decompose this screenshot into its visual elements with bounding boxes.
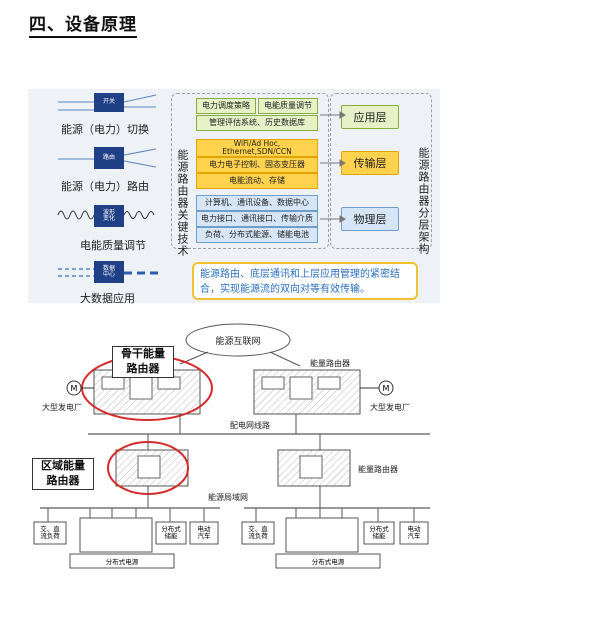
dist-power-label-right: 分布式电源 [312, 557, 345, 566]
arch-dashed-box [330, 93, 432, 249]
switch-icon: 开关 [94, 93, 124, 112]
dist-power-box-left [79, 517, 153, 553]
blue-cell-interface: 电力接口、通讯接口、传输介质 [196, 211, 318, 227]
cloud-label: 能源互联网 [215, 335, 260, 347]
section-heading: 四、设备原理 [29, 10, 137, 38]
fig1-caption: 能源路由、底层通讯和上层应用管理的紧密结合，实现能源流的双向对等有效传输。 [192, 262, 418, 300]
ev-label-left: 电动汽车 [198, 524, 212, 540]
green-cell-quality: 电能质量调节 [258, 98, 318, 114]
router-tech-figure: 开关 能源（电力）切换 路由 能源（电力）路由 波形 变化 电能质量调节 数据 … [28, 89, 440, 305]
load-label-right: 交、直流负荷 [248, 524, 268, 540]
tech-dashed-box [171, 93, 329, 249]
svg-text:M: M [71, 384, 78, 393]
power-quality-label: 电能质量调节 [80, 239, 146, 252]
distribution-line-label: 配电网线路 [230, 420, 270, 430]
left-signal-lines [57, 94, 160, 277]
energy-routing-label: 能源（电力）路由 [61, 180, 149, 193]
plant-right-label: 大型发电厂 [370, 402, 410, 412]
energy-internet-cloud [185, 323, 291, 357]
dist-power-label-left: 分布式电源 [106, 557, 139, 566]
plant-left-label: 大型发电厂 [42, 402, 82, 412]
router-label-mid: 能量路由器 [358, 464, 398, 474]
application-layer: 应用层 [341, 105, 399, 129]
yellow-cell-network: WiFi/Ad Hoc, Ethernet,SDN/CCN [196, 139, 318, 157]
layer-arrows [320, 111, 346, 223]
load-label-left: 交、直流负荷 [40, 524, 60, 540]
blue-cell-computing: 计算机、通讯设备、数据中心 [196, 195, 318, 211]
regional-router-callout: 区域能量 路由器 [32, 458, 94, 490]
physical-layer: 物理层 [341, 207, 399, 231]
svg-text:M: M [383, 384, 390, 393]
transport-layer: 传输层 [341, 151, 399, 175]
green-cell-management: 管理评估系统、历史数据库 [196, 115, 318, 131]
ev-label-right: 电动汽车 [408, 524, 422, 540]
big-data-label: 大数据应用 [80, 292, 135, 305]
key-tech-vertical-label: 能源路由器关键技术 [176, 149, 189, 257]
layered-arch-vertical-label: 能源路由器分层架构 [417, 147, 430, 255]
dist-power-box-right [285, 517, 359, 553]
green-cell-dispatch: 电力调度策略 [196, 98, 256, 114]
waveform-icon: 波形 变化 [94, 205, 124, 227]
blue-cell-load: 负荷、分布式能源、储能电池 [196, 227, 318, 243]
router-icon: 路由 [94, 147, 124, 169]
data-center-icon: 数据 中心 [94, 261, 124, 283]
local-network-label: 能源局域网 [208, 492, 248, 502]
router-label-top: 能量路由器 [310, 358, 350, 368]
energy-switching-label: 能源（电力）切换 [61, 123, 149, 136]
energy-network-diagram: 能源互联网 能量路由器 M 大型发电厂 M 大型发电厂 配电网线路 能量路由器 … [33, 323, 430, 569]
backbone-router-callout: 骨干能量 路由器 [112, 346, 174, 378]
storage-label-right: 分布式储能 [369, 524, 389, 540]
yellow-cell-control: 电力电子控制、固态变压器 [196, 157, 318, 173]
storage-label-left: 分布式储能 [161, 524, 181, 540]
yellow-cell-storage: 电能流动、存储 [196, 173, 318, 189]
